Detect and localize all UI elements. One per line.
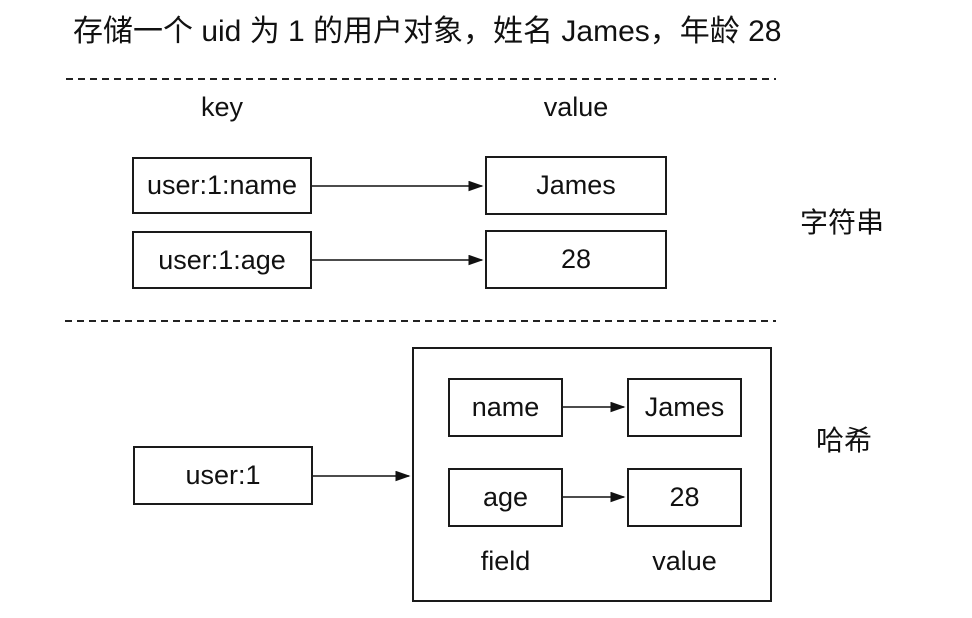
string-key-box-age: user:1:age [132, 231, 312, 289]
hash-type-label: 哈希 [816, 425, 873, 456]
hash-container-box [412, 347, 772, 602]
hash-field-box-name: name [448, 378, 563, 437]
hash-value-box-james: James [627, 378, 742, 437]
hash-value-header: value [652, 546, 717, 576]
string-key-box-name: user:1:name [132, 157, 312, 214]
hash-value-box-28: 28 [627, 468, 742, 527]
string-value-header: value [543, 92, 609, 122]
hash-key-box: user:1 [133, 446, 313, 505]
hash-field-box-age: age [448, 468, 563, 527]
string-value-box-28: 28 [485, 230, 667, 289]
diagram-title: 存储一个 uid 为 1 的用户对象，姓名 James，年龄 28 [73, 15, 782, 48]
string-value-box-james: James [485, 156, 667, 215]
string-key-header: key [200, 92, 244, 122]
string-type-label: 字符串 [800, 207, 885, 238]
hash-field-header: field [480, 546, 531, 576]
